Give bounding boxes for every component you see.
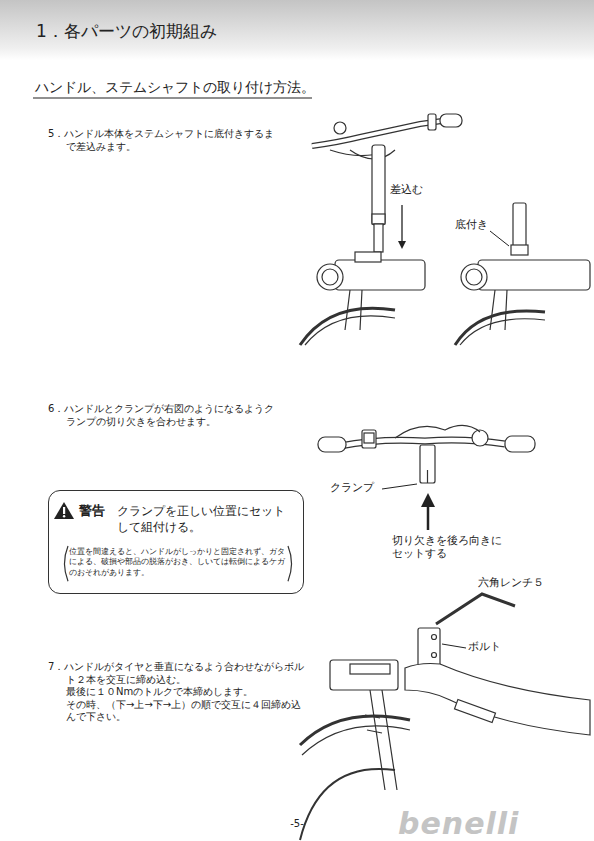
step-instruction: 5．ハンドル本体をステムシャフトに底付きするまで差込みます。 <box>48 128 280 153</box>
step-instruction: 6．ハンドルとクランプが右図のようになるようクランプの切り欠きを合わせます。 <box>48 403 280 428</box>
part-label: 六角レンチ５ <box>478 576 544 589</box>
warning-detail: 位置を間違えると、ハンドルがしっかりと固定されず、ガタによる、破損や部品の脱落が… <box>69 547 285 578</box>
warning-box: 警告クランプを正しい位置にセットして組付ける。位置を間違えると、ハンドルがしっか… <box>48 490 304 594</box>
warning-message: クランプを正しい位置にセットして組付ける。 <box>117 504 289 535</box>
instruction-note: 切り欠きを後ろ向きにセットする <box>392 534 510 560</box>
step-instruction: 7．ハンドルがタイヤと垂直になるよう合わせながらボルト２本を交互に締め込む。 <box>48 661 310 686</box>
step-instruction: 最後に１０Nmのトルクで本締めします。 <box>48 686 310 699</box>
warning-heading: 警告 <box>79 503 105 520</box>
part-label: ボルト <box>468 640 501 653</box>
page-number: -5- <box>290 818 304 830</box>
callout-label: 差込む <box>390 183 423 196</box>
step-text: 7．ハンドルがタイヤと垂直になるよう合わせながらボルト２本を交互に締め込む。最後… <box>48 661 310 724</box>
page-title: 1．各パーツの初期組み <box>36 20 217 43</box>
part-label: クランプ <box>330 481 374 494</box>
brand-watermark: benelli <box>398 806 519 841</box>
warning-triangle <box>54 502 74 519</box>
step-text: 5．ハンドル本体をステムシャフトに底付きするまで差込みます。 <box>48 128 280 153</box>
step-text: 6．ハンドルとクランプが右図のようになるようクランプの切り欠きを合わせます。 <box>48 403 280 428</box>
callout-label: 底付き <box>455 218 488 231</box>
section-heading: ハンドル、ステムシャフトの取り付け方法。 <box>35 79 315 96</box>
step-instruction: その時、（下→上→下→上）の順で交互に４回締め込んで下さい。 <box>48 699 310 724</box>
